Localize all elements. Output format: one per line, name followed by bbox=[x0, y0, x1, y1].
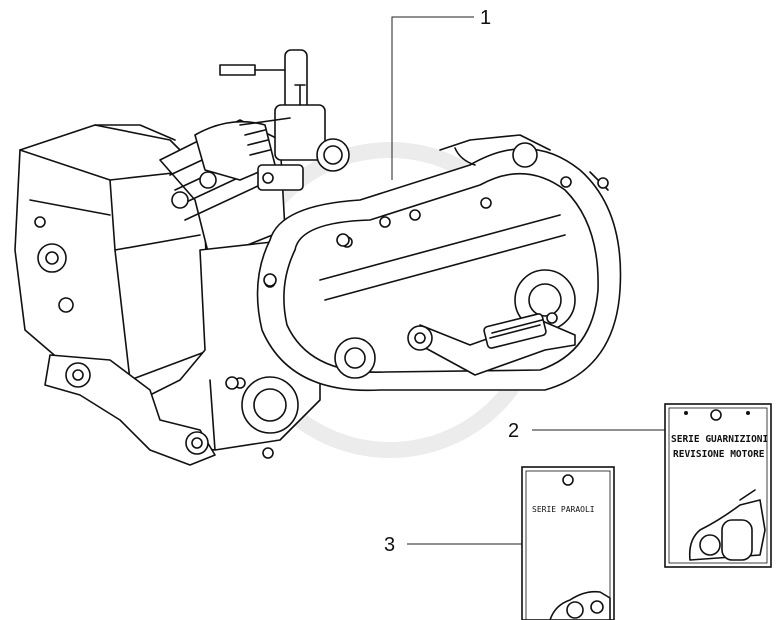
callout-2: 2 bbox=[508, 420, 665, 442]
gasket-illustration bbox=[688, 489, 766, 561]
gasket-kit-title-line1: SERIE GUARNIZIONI bbox=[671, 434, 768, 445]
engine-mount bbox=[44, 354, 216, 466]
gasket-kit-title-line2: REVISIONE MOTORE bbox=[673, 449, 765, 460]
bolts bbox=[225, 216, 391, 390]
oil-seal-kit-title: SERIE PARAOLI bbox=[532, 505, 595, 514]
oil-seal-illustration bbox=[549, 590, 611, 620]
kickstart-lever[interactable] bbox=[407, 312, 576, 376]
callout-label-1: 1 bbox=[480, 7, 491, 29]
gasket-kit-package[interactable]: SERIE GUARNIZIONI REVISIONE MOTORE bbox=[664, 403, 772, 568]
carburettor[interactable] bbox=[194, 49, 350, 191]
callout-label-3: 3 bbox=[384, 534, 395, 556]
callout-1: 1 bbox=[391, 7, 491, 180]
engine-assembly[interactable] bbox=[14, 49, 622, 466]
cooling-shroud bbox=[14, 124, 211, 381]
oil-seal-kit-package[interactable]: SERIE PARAOLI bbox=[521, 466, 615, 620]
callout-3: 3 bbox=[384, 534, 522, 556]
callout-label-2: 2 bbox=[508, 420, 519, 442]
